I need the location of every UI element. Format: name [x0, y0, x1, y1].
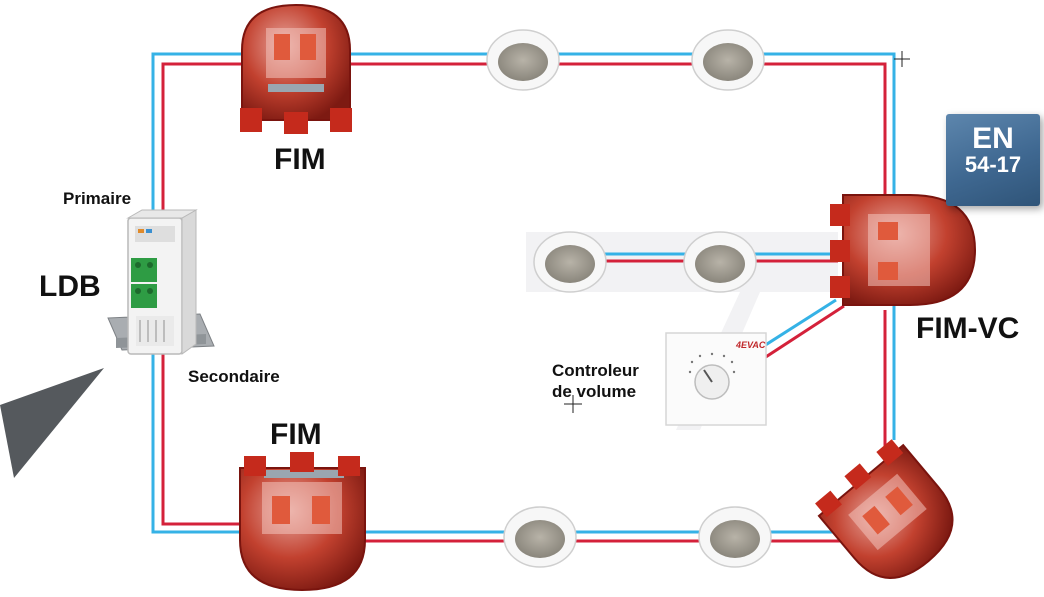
badge-line2: 54-17 [964, 152, 1022, 177]
fim-module-top [240, 3, 352, 134]
fim-vc-label: FIM-VC [916, 312, 1020, 345]
ceiling-speaker [683, 231, 757, 293]
evac-brand-logo: 4EVAC [735, 340, 766, 350]
de-volume-label: de volume [552, 382, 637, 401]
secondaire-label: Secondaire [188, 367, 280, 386]
fim-module-bottom-right [815, 439, 954, 579]
crosshair-icon [894, 51, 910, 67]
ceiling-speaker [503, 506, 577, 568]
branch-shadow [526, 232, 838, 430]
fim-module-bottom [239, 452, 366, 592]
crosshair-icon [564, 395, 582, 413]
controleur-label: Controleur [552, 361, 639, 380]
ldb-device [107, 209, 215, 355]
en-54-17-badge: EN 54-17 [946, 114, 1040, 206]
pointer-shape [0, 368, 104, 478]
ceiling-speaker [486, 29, 560, 91]
fim-top-label: FIM [274, 143, 326, 176]
ceiling-speaker [691, 29, 765, 91]
ceiling-speaker [533, 231, 607, 293]
fim-vc-module [830, 194, 977, 306]
ceiling-speaker [698, 506, 772, 568]
badge-line1: EN [972, 122, 1014, 155]
volume-controller: 4EVAC [665, 332, 767, 426]
primaire-label: Primaire [63, 189, 132, 208]
fim-bottom-label: FIM [270, 418, 322, 451]
ldb-label: LDB [39, 270, 101, 303]
